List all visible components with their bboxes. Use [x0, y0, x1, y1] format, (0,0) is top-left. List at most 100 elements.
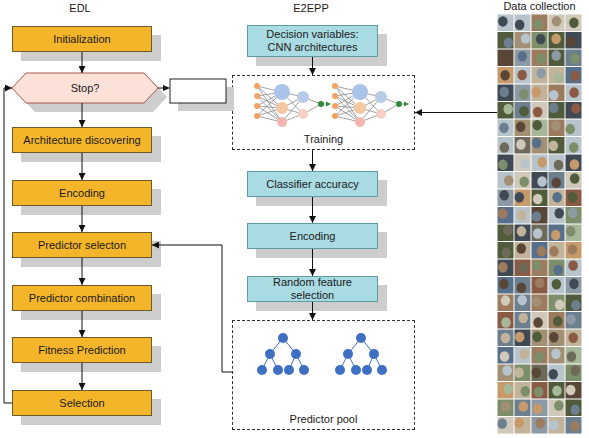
flow-arrow	[82, 311, 83, 337]
tile-background	[498, 67, 514, 84]
process-box: Encoding	[247, 223, 378, 249]
tile-background	[566, 85, 582, 102]
tile-background	[566, 15, 582, 32]
image-tile	[532, 295, 548, 312]
tile-subject	[536, 34, 546, 45]
image-tile	[515, 67, 531, 84]
tile-subject	[566, 36, 576, 47]
image-tile	[515, 32, 531, 49]
image-tile	[498, 330, 514, 347]
tile-subject	[517, 295, 527, 306]
tile-subject	[519, 313, 529, 324]
tile-subject	[534, 352, 544, 363]
image-tile	[498, 295, 514, 312]
image-tile	[498, 120, 514, 137]
process-box: Predictor selecton	[12, 232, 152, 258]
tile-subject	[499, 122, 509, 133]
image-tile	[566, 190, 582, 207]
node-text: Predictor pool	[290, 413, 358, 426]
box-shadow	[178, 87, 234, 111]
image-tile	[498, 242, 514, 259]
image-tile	[515, 15, 531, 32]
tile-subject	[504, 37, 514, 48]
tile-background	[566, 365, 582, 382]
flow-arrow	[312, 150, 313, 171]
tile-subject	[549, 332, 559, 343]
tile-background	[549, 120, 565, 137]
image-tile	[549, 347, 565, 364]
image-tile	[532, 207, 548, 224]
node-text: Data collection	[503, 0, 575, 13]
tile-subject	[516, 121, 526, 132]
tile-subject	[519, 401, 529, 412]
tile-background	[515, 15, 531, 32]
image-tile	[515, 347, 531, 364]
tile-subject	[501, 247, 511, 257]
node-text: Fitness Prediction	[38, 344, 125, 357]
tile-subject	[498, 16, 508, 27]
tile-background	[566, 347, 582, 364]
image-tile	[515, 260, 531, 277]
node-text: Predictor selecton	[38, 239, 126, 252]
tile-background	[498, 347, 514, 364]
tile-subject	[517, 243, 527, 254]
image-tile	[514, 417, 530, 434]
tile-subject	[499, 190, 509, 201]
tile-background	[498, 382, 514, 399]
tile-background	[532, 260, 548, 277]
tile-subject	[554, 160, 564, 171]
tile-background	[566, 382, 582, 399]
tile-background	[515, 312, 531, 329]
tile-background	[566, 137, 582, 154]
image-tile	[566, 330, 582, 347]
tile-subject	[537, 176, 547, 187]
tile-background	[549, 295, 565, 312]
image-tile	[549, 102, 565, 119]
node-text: Decision variables: CNN architectures	[254, 28, 371, 53]
tile-background	[515, 225, 531, 242]
tile-subject	[535, 278, 545, 289]
image-tile	[549, 155, 565, 172]
image-tile	[515, 382, 531, 399]
tile-background	[532, 85, 548, 102]
image-tile	[532, 190, 548, 207]
image-tile	[515, 312, 531, 329]
image-tile	[549, 85, 565, 102]
tile-background	[532, 190, 548, 207]
tile-subject	[548, 369, 558, 380]
tile-background	[532, 225, 548, 242]
flow-arrow	[312, 57, 313, 75]
image-tile	[498, 155, 514, 172]
image-tile	[549, 32, 565, 49]
image-tile	[498, 400, 514, 417]
image-tile	[498, 225, 514, 242]
tile-background	[549, 67, 565, 84]
tile-subject	[498, 55, 508, 66]
tile-background	[532, 32, 548, 49]
tile-background	[549, 32, 565, 49]
tile-subject	[501, 317, 511, 328]
tile-background	[498, 120, 514, 137]
tile-subject	[500, 351, 510, 362]
tile-background	[498, 277, 514, 294]
tile-subject	[553, 316, 563, 327]
tile-background	[515, 172, 531, 189]
image-tile	[566, 85, 582, 102]
image-tile	[549, 207, 565, 224]
image-tile	[566, 347, 582, 364]
tile-subject	[532, 138, 542, 149]
tile-subject	[537, 53, 547, 64]
process-box: Decision variables: CNN architectures	[247, 25, 378, 57]
image-tile	[548, 365, 564, 382]
image-tile	[515, 225, 531, 242]
image-tile	[514, 365, 530, 382]
tile-background	[532, 15, 548, 32]
group-box: Predictor pool	[232, 320, 415, 430]
tile-background	[566, 67, 582, 84]
image-tile	[549, 67, 565, 84]
tile-background	[549, 277, 565, 294]
tile-subject	[552, 178, 562, 189]
tile-background	[549, 365, 565, 382]
node-text: Stop?	[71, 82, 100, 95]
